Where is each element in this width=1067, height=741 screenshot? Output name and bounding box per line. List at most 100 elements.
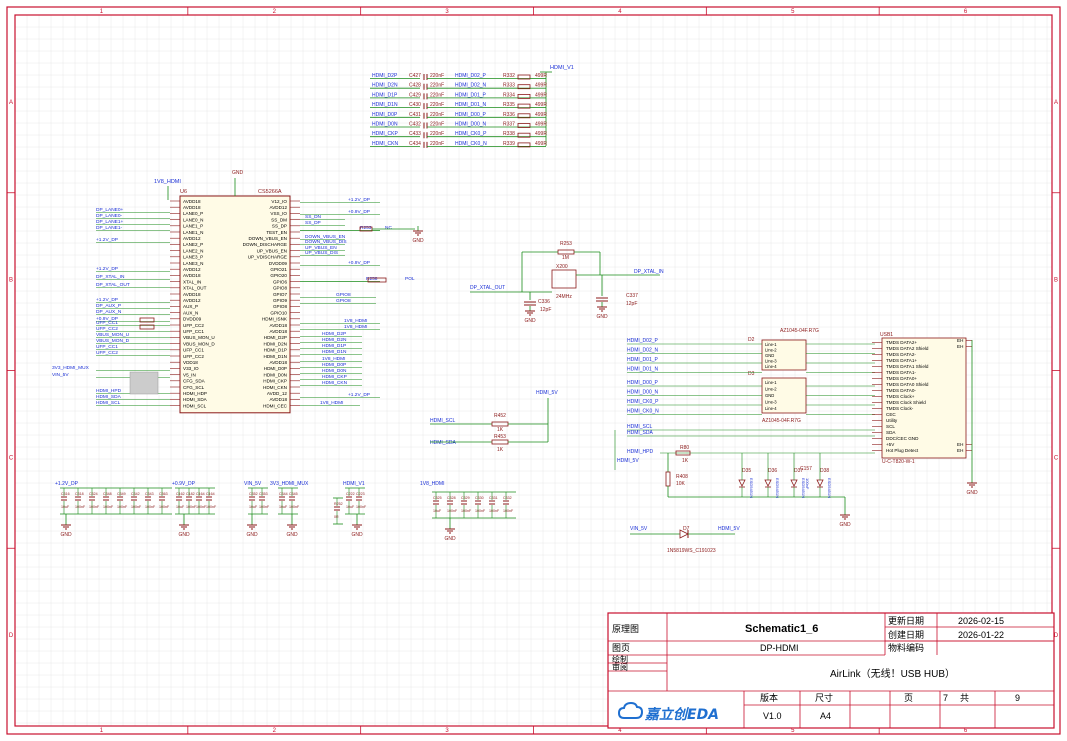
decap-value: 100nF [159, 505, 170, 509]
title-block: 原理图 Schematic1_6 图页 DP-HDMI 绘制 审阅 更新日期 2… [607, 612, 1055, 729]
connector-body [881, 337, 967, 459]
decap-value: 100nF [186, 505, 197, 509]
ic-right-net: 1V8_HDMI [320, 400, 343, 406]
connector-pin-label: TMDS Clock Shield [886, 400, 926, 405]
ic-pin-right: GPIO10 [270, 310, 287, 315]
ic-right-net: HDMI_D0P [322, 362, 346, 368]
ic-pin-left: V33_IO [183, 366, 199, 371]
frame-row-label: D [1054, 633, 1059, 639]
tb-review-label: 审阅 [612, 662, 628, 672]
ic-left-net: DP_LANE1- [96, 225, 123, 231]
ic-right-net: 1V8_HDMI [322, 356, 345, 362]
ic-pin-left: CFG_SDA [183, 379, 206, 384]
decap-ref: R252 [334, 502, 343, 506]
hdmi-cap-net-in: HDMI_D0N [372, 122, 398, 128]
tb-size-label: 尺寸 [815, 692, 833, 703]
esd-body-2 [761, 377, 807, 414]
hpd-tvs-ref: D35 [742, 468, 751, 474]
ic-pin-left: LANE0_N [183, 217, 203, 222]
frame-row-label: B [1054, 278, 1058, 284]
hdmi-cap-net-in: HDMI_D0P [372, 112, 398, 118]
connector-pin-label: TMDS DATA1 Shield [886, 364, 929, 369]
ic-left-net: 3V3_HDMI_MUX [52, 365, 90, 371]
ic-pin-right: UP_VBUS_EN [257, 248, 287, 253]
hdmi-cap-ref: C432 [409, 122, 421, 128]
resistor [517, 142, 531, 148]
esd-ref-2: D3 [748, 371, 755, 377]
frame-col-label: 4 [618, 9, 622, 15]
ic-pin-right: GPIO9 [273, 298, 287, 303]
ic-left-net: HDMI_SDA [96, 394, 122, 400]
ic-pin-left: UFP_CC1 [183, 329, 204, 334]
hdmi-caps-top-net: HDMI_V1 [550, 65, 574, 71]
decap-value: 100nF [461, 509, 472, 513]
tb-total-label: 共 [960, 693, 969, 703]
connector-part: U-C-T820-W-1 [882, 459, 915, 465]
decap-ref: C164 [206, 492, 215, 496]
decap-value: 10uF [279, 505, 288, 509]
frame-col-label: 5 [791, 728, 795, 734]
crystal-value: 24MHz [556, 294, 572, 300]
hpd-cap-value: 100nF [805, 478, 810, 490]
hdmi-res-ref: R337 [503, 122, 515, 128]
ic-pin-left: AVDD12 [183, 267, 201, 272]
schottky-diode-icon [679, 529, 689, 539]
ic-pin-left: AVDD12 [183, 236, 201, 241]
decap-value: 100nF [196, 505, 207, 509]
crystal-c1-value: 12pF [540, 307, 551, 313]
hdmi-res-ref: R336 [503, 112, 515, 118]
ic-left-net: VBUS_MON_D [96, 338, 130, 344]
ic-pin-left: AVDD18 [183, 205, 201, 210]
hdmi-res-value: 499R [535, 92, 547, 98]
hdmi-res-value: 499R [535, 73, 547, 79]
ground-label: GND [444, 536, 456, 542]
connector-pin-label: CEC [886, 412, 896, 417]
ic-pin-left: LANE2_P [183, 242, 203, 247]
hdmi-cap-net-out: HDMI_D02_N [455, 83, 487, 89]
esd-pin-label: GND [765, 393, 774, 398]
ic-pin-left: LANE3_P [183, 255, 203, 260]
ic-body [179, 195, 291, 414]
ic-pin-right: HDMI_D2P [264, 335, 287, 340]
hdmi-cap-net-out: HDMI_D02_P [455, 73, 487, 79]
ic-pin-right: AVDD18 [269, 397, 287, 402]
decap-ref: C328 [447, 496, 456, 500]
ic-pin-left: LANE1_N [183, 230, 203, 235]
frame-row-label: A [1054, 100, 1058, 106]
ic-pin-right: UP_VDISCHARGE [248, 255, 287, 260]
ground-symbol: GND [60, 520, 72, 538]
hpd-diode-ref: D7 [683, 526, 690, 532]
ground-label: GND [246, 532, 258, 538]
ic-pin-left: LANE0_P [183, 211, 203, 216]
ic-pin-right: HDMI_D1P [264, 348, 287, 353]
ic-pin-right: AVDD12 [269, 205, 287, 210]
hdmi-cap-ref: C433 [409, 131, 421, 137]
ic-right-net: HDMI_CKN [322, 380, 348, 386]
frame-col-label: 2 [273, 728, 277, 734]
ic-right-net: GPIO8 [336, 292, 351, 298]
ground-symbol: GND [351, 520, 363, 538]
ic-pin-right: AVDD18 [269, 360, 287, 365]
hdmi-cap-net-out: HDMI_CK0_N [455, 141, 487, 147]
connector-pin-label: TMDS DATA0- [886, 388, 916, 393]
ic-right-net: R253 [360, 225, 372, 231]
tb-create-date-label: 创建日期 [888, 629, 924, 640]
decap-value: 100nF [206, 505, 217, 509]
connector-pin-label: TMDS DATA0 Shield [886, 382, 929, 387]
crystal-in-net: DP_XTAL_IN [634, 269, 664, 275]
esd-pin-label: Line-4 [765, 406, 777, 411]
ic-left-net: UFP_CC1 [96, 320, 118, 326]
ic-right-net: SS_DP [305, 220, 321, 226]
ic-pin-left: AVDD18 [183, 292, 201, 297]
ground-label: GND [60, 532, 72, 538]
crystal-c2-ref: C337 [626, 293, 638, 299]
ic-left-net: VBUS_MON_U [96, 332, 130, 338]
hpd-diode-part: 1N5819WS_C191023 [667, 548, 716, 554]
frame-row-label: A [9, 100, 13, 106]
esd-part: AZ1045-04F.R7G [780, 328, 819, 334]
esd-array-block[interactable]: AZ1045-04F.R7GD2D3AZ1045-04F.R7GLine-1Li… [614, 328, 875, 470]
hdmi-cap-ref: C434 [409, 141, 421, 147]
